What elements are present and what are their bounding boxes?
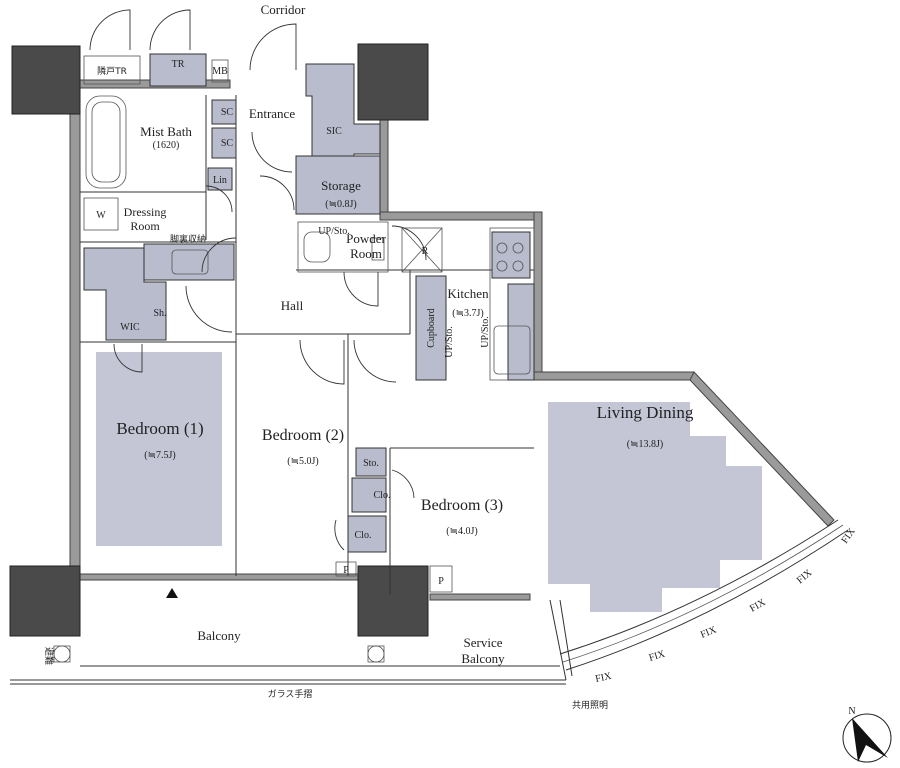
bedroom1-label: Bedroom (1) <box>116 419 203 438</box>
corridor-label: Corridor <box>261 2 306 17</box>
entrance-marker-triangle <box>166 588 178 598</box>
bedroom1-bed-area <box>96 352 222 546</box>
lin-label: Lin <box>213 175 227 186</box>
balcony-label: Balcony <box>197 628 241 643</box>
service-label: Service <box>464 635 503 650</box>
powder-room <box>297 221 389 273</box>
living-dining-label: Living Dining <box>597 403 694 422</box>
kitchen-up-sto-label: UP/Sto. <box>480 316 491 347</box>
wic-label: WIC <box>120 322 140 333</box>
clo-label-2: Clo. <box>355 530 372 541</box>
refrigerator <box>401 227 443 273</box>
toilet <box>303 231 331 263</box>
entrance-label: Entrance <box>249 106 295 121</box>
tr-label: TR <box>172 59 185 70</box>
dressing-label: Dressing <box>124 205 167 219</box>
shoe-cabinet-2 <box>211 127 237 159</box>
closet-clo-3 <box>347 515 387 553</box>
storage-label: Storage <box>321 178 361 193</box>
shoes-in-closet <box>305 63 381 169</box>
fix-label-4: FIX <box>699 624 719 641</box>
glass-rail-label: ガラス手摺 <box>268 688 313 700</box>
column-bottom-middle <box>357 565 429 637</box>
pipe-shaft-label-2: P <box>438 576 444 587</box>
mb-label: MB <box>212 66 228 77</box>
storage-area-label: (≒0.8J) <box>325 199 356 210</box>
bedroom3-label: Bedroom (3) <box>421 497 503 514</box>
bedroom3-area-label: (≒4.0J) <box>446 526 477 537</box>
bathtub <box>85 95 127 189</box>
fix-label-6: FIX <box>594 671 613 685</box>
pipe-shaft-2 <box>429 565 453 593</box>
neighbor-trunk-room <box>83 55 141 85</box>
drain-2 <box>367 645 385 663</box>
column-bottom-left <box>9 565 81 637</box>
cupboard <box>415 275 447 381</box>
sto-label: Sto. <box>363 458 379 469</box>
pipe-shaft-label-1: P <box>343 565 349 576</box>
cupboard-up-sto-label: UP/Sto. <box>444 326 455 357</box>
dressing-room-label: Room <box>130 219 160 233</box>
kitchen-label: Kitchen <box>447 286 489 301</box>
hatch-label: 避難 <box>43 647 55 665</box>
cupboard-label: Cupboard <box>426 308 437 347</box>
north-arrow-icon <box>842 713 892 763</box>
sink <box>493 325 531 375</box>
sic-label: SIC <box>326 126 342 137</box>
closet-clo-2 <box>351 477 387 513</box>
fix-label-3: FIX <box>748 597 768 615</box>
powder-label: Powder <box>346 231 386 246</box>
washer-label: W <box>96 210 106 221</box>
column-top-left <box>11 45 81 115</box>
bedroom1-area-label: (≒7.5J) <box>144 450 175 461</box>
clo-label-1: Clo. <box>374 490 391 501</box>
dressing-counter <box>143 243 235 281</box>
foot-storage-label: 脚裏収納 <box>170 233 206 245</box>
cooktop <box>491 231 531 279</box>
shared-light-label: 共用照明 <box>572 700 608 711</box>
bath-size-label: (1620) <box>153 140 180 151</box>
storage-sto <box>355 447 387 477</box>
living-area-label: (≒13.8J) <box>627 439 663 450</box>
kitchen-area-label: (≒3.7J) <box>452 308 483 319</box>
living-dining-furniture-area <box>548 402 762 612</box>
bedroom2-area-label: (≒5.0J) <box>287 456 318 467</box>
north-label: N <box>848 706 855 717</box>
fix-label-1: FIX <box>839 526 858 546</box>
fix-label-5: FIX <box>648 648 667 663</box>
storage-closet <box>295 155 381 215</box>
meter-box <box>211 59 229 83</box>
service-balcony-label: Balcony <box>461 651 505 666</box>
balcony-rails <box>10 599 567 685</box>
fridge-label: R <box>422 246 429 257</box>
walk-in-closet <box>83 247 167 341</box>
trunk-room <box>149 53 207 87</box>
interior-walls <box>80 95 534 594</box>
drain-1 <box>53 645 71 663</box>
shelf-label: Sh. <box>153 308 166 319</box>
column-top-right <box>357 43 429 121</box>
curved-window-wall <box>559 519 849 677</box>
powder-up-sto-label: UP/Sto. <box>318 226 349 237</box>
washer <box>83 197 119 231</box>
neighbor-tr-label: 隣戸TR <box>97 65 127 77</box>
sc-label-2: SC <box>221 138 234 149</box>
bedroom2-label: Bedroom (2) <box>262 427 344 444</box>
mist-bath-label: Mist Bath <box>140 124 192 139</box>
fix-label-2: FIX <box>795 567 815 586</box>
hall-label: Hall <box>281 298 304 313</box>
sc-label-1: SC <box>221 107 234 118</box>
pipe-shaft-1 <box>335 561 357 577</box>
shoe-cabinet-1 <box>211 99 237 125</box>
doors <box>89 9 427 551</box>
powder-room-label: Room <box>350 246 382 261</box>
